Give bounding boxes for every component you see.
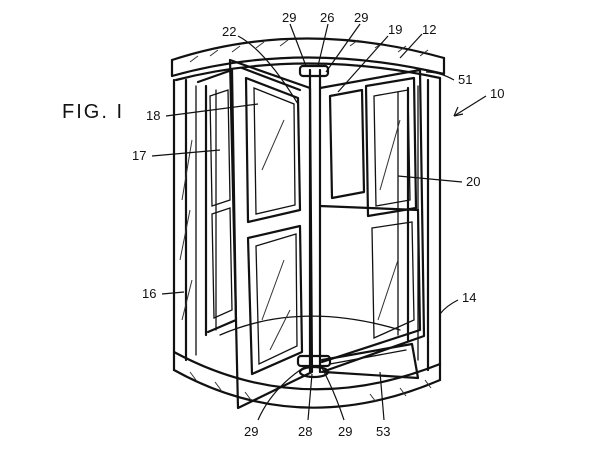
ref-22: 22: [222, 24, 236, 39]
figure-title: FIG. I: [62, 101, 124, 123]
ref-17: 17: [132, 148, 146, 163]
door-wing-front: [228, 58, 314, 410]
ref-16: 16: [142, 286, 156, 301]
ref-26: 26: [320, 10, 334, 25]
door-wing-53: [320, 342, 420, 380]
ref-18: 18: [146, 108, 160, 123]
ref-10: 10: [490, 86, 504, 101]
reference-numerals: 22 29 26 29 19 12 51 10 18 17 20 16 14 2…: [132, 10, 504, 439]
leader-lines: [151, 23, 487, 421]
ref-29-top-right: 29: [354, 10, 368, 25]
ref-12: 12: [422, 22, 436, 37]
ref-29-bottom-left: 29: [244, 424, 258, 439]
ref-29-top-left: 29: [282, 10, 296, 25]
enclosure-wall-16: [172, 78, 217, 372]
ref-29-bottom-right: 29: [338, 424, 352, 439]
ref-19: 19: [388, 22, 402, 37]
arrow-10: [453, 106, 464, 117]
ref-14: 14: [462, 290, 476, 305]
door-wing-right: [318, 68, 426, 374]
ref-28: 28: [298, 424, 312, 439]
door-wing-left: [196, 68, 238, 334]
central-shaft-26: [296, 64, 332, 379]
ref-51: 51: [458, 72, 472, 87]
ref-20: 20: [466, 174, 480, 189]
ref-53: 53: [376, 424, 390, 439]
